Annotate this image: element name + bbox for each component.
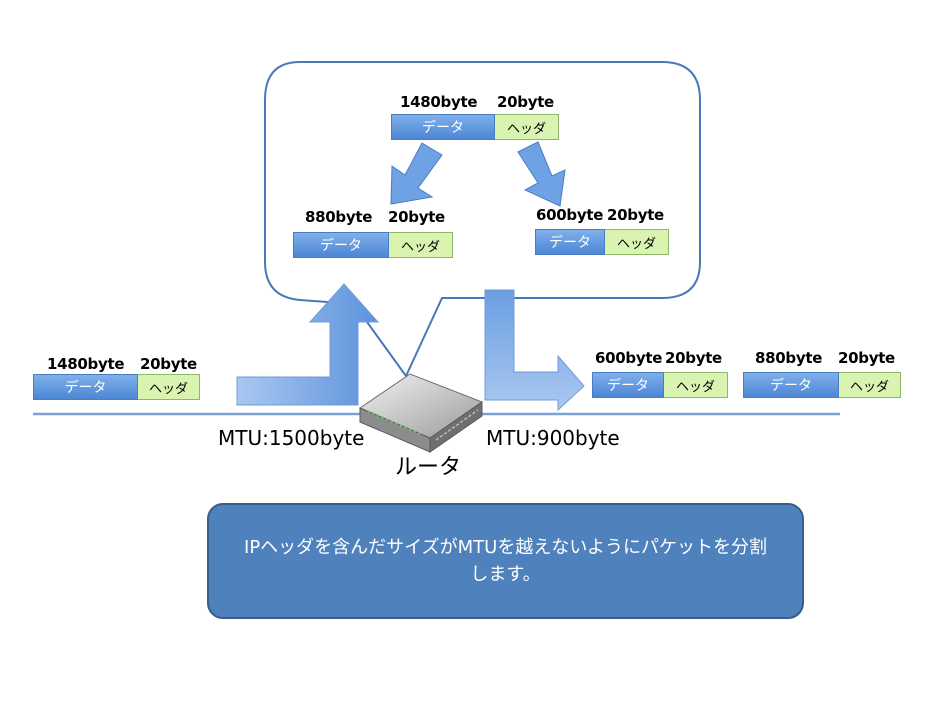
original-header-size: 20byte <box>497 93 554 111</box>
packet-data-segment: データ <box>293 232 389 258</box>
packet-data-segment: データ <box>535 229 605 255</box>
fragment-left-header-size: 20byte <box>388 208 445 226</box>
split-arrow-right <box>517 141 566 207</box>
explanation-text: IPヘッダを含んだサイズがMTUを越えないようにパケットを分割します。 <box>244 537 767 585</box>
mtu-right-label: MTU:900byte <box>486 426 620 450</box>
packet-data-segment: データ <box>33 374 138 400</box>
packet-data-segment: データ <box>743 372 839 398</box>
router-icon <box>358 373 484 453</box>
outgoing-1-data-size: 600byte <box>595 349 663 367</box>
fragment-right-packet: データ ヘッダ <box>535 229 669 255</box>
packet-header-segment: ヘッダ <box>839 372 901 398</box>
incoming-packet: データ ヘッダ <box>33 374 200 400</box>
packet-header-segment: ヘッダ <box>389 232 453 258</box>
incoming-data-size: 1480byte <box>47 355 125 373</box>
packet-data-segment: データ <box>592 372 664 398</box>
mtu-left-label: MTU:1500byte <box>218 426 365 450</box>
original-data-size: 1480byte <box>400 93 478 111</box>
arrow-out-of-router <box>484 289 585 412</box>
fragment-left-data-size: 880byte <box>305 208 373 226</box>
packet-header-segment: ヘッダ <box>138 374 200 400</box>
original-packet: データ ヘッダ <box>391 114 559 140</box>
outgoing-2-header-size: 20byte <box>838 349 895 367</box>
arrow-into-router <box>236 283 380 406</box>
fragment-left-packet: データ ヘッダ <box>293 232 453 258</box>
outgoing-packet-2: データ ヘッダ <box>743 372 901 398</box>
router-label: ルータ <box>395 455 462 480</box>
outgoing-1-header-size: 20byte <box>665 349 722 367</box>
packet-header-segment: ヘッダ <box>664 372 728 398</box>
router-internal-box <box>264 61 701 378</box>
outgoing-packet-1: データ ヘッダ <box>592 372 728 398</box>
incoming-header-size: 20byte <box>140 355 197 373</box>
explanation-note: IPヘッダを含んだサイズがMTUを越えないようにパケットを分割します。 <box>207 503 804 619</box>
split-arrow-left <box>390 142 443 205</box>
packet-data-segment: データ <box>391 114 495 140</box>
outgoing-2-data-size: 880byte <box>755 349 823 367</box>
fragment-right-data-size: 600byte <box>536 206 604 224</box>
fragment-right-header-size: 20byte <box>607 206 664 224</box>
packet-header-segment: ヘッダ <box>495 114 559 140</box>
packet-header-segment: ヘッダ <box>605 229 669 255</box>
